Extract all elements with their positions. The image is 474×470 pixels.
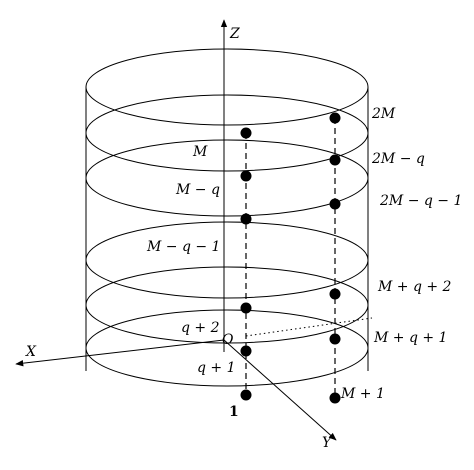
point-q-1 — [240, 345, 252, 357]
x-axis — [15, 339, 225, 367]
hidden-axis-dotted — [245, 317, 373, 337]
ring-m-q-1 — [85, 221, 369, 299]
cylinder-bottom-back — [85, 309, 369, 349]
label-2m-minus-q-minus-1: 2M − q − 1 — [379, 193, 462, 209]
cylinder-bottom-front — [85, 347, 369, 387]
x-axis-label: X — [25, 344, 37, 360]
point-m — [240, 127, 252, 139]
point-m-q-1 — [240, 213, 252, 225]
point-q-2 — [240, 302, 252, 314]
point-m-1 — [329, 392, 341, 404]
ring-2m — [85, 94, 369, 172]
z-axis-label: Z — [229, 26, 240, 42]
point-m-q-1-right — [329, 333, 341, 345]
point-m-q-2-right — [329, 288, 341, 300]
origin-label: O — [222, 332, 234, 348]
point-2m — [329, 112, 341, 124]
cylinder-top-ellipse — [85, 48, 369, 126]
point-2m-q-1 — [329, 198, 341, 210]
label-m-plus-q-plus-2: M + q + 2 — [377, 279, 452, 295]
label-q-plus-1: q + 1 — [197, 360, 236, 376]
point-1 — [240, 389, 252, 401]
y-axis-label: Y — [322, 435, 333, 451]
label-m-plus-1: M + 1 — [340, 386, 385, 402]
label-m: M — [192, 144, 208, 160]
y-axis — [223, 339, 337, 441]
label-q-plus-2: q + 2 — [181, 320, 220, 336]
point-2m-q — [329, 154, 341, 166]
label-2m: 2M — [371, 106, 396, 122]
point-m-q — [240, 170, 252, 182]
label-m-minus-q: M − q — [175, 182, 220, 198]
label-m-plus-q-plus-1: M + q + 1 — [373, 330, 447, 346]
ring-2m-q — [85, 139, 369, 217]
label-one: 1 — [229, 404, 239, 420]
label-2m-minus-q: 2M − q — [371, 151, 425, 167]
label-m-minus-q-minus-1: M − q − 1 — [146, 239, 220, 255]
